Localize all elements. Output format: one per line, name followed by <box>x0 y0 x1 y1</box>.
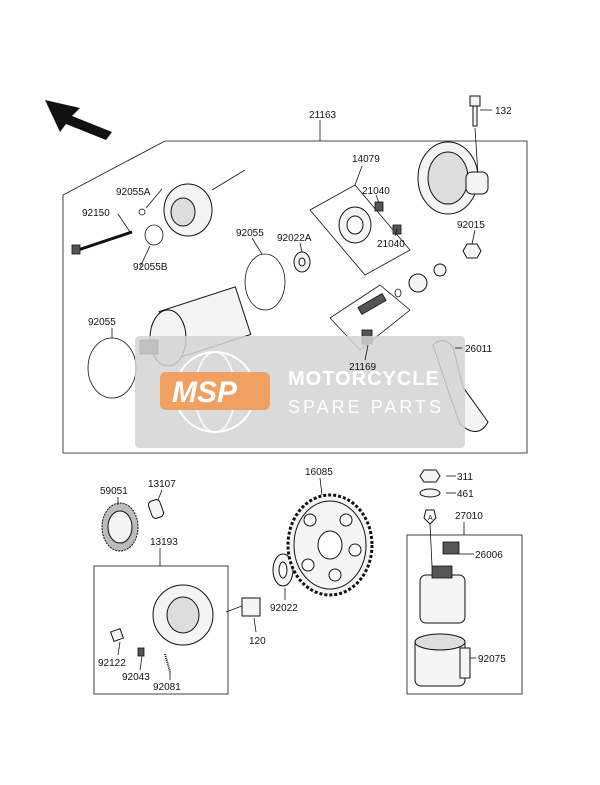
starter-assembly-frame <box>62 140 528 454</box>
part-label-21169: 21169 <box>349 362 377 373</box>
o-ring-92055b-part <box>144 224 164 246</box>
idle-gear-59051-part <box>101 502 139 552</box>
part-label-21163: 21163 <box>309 110 337 121</box>
part-label-92055b: 92055B <box>133 262 168 273</box>
part-label-92022a: 92022A <box>277 233 312 244</box>
part-label-120: 120 <box>249 636 266 647</box>
part-label-92022: 92022 <box>270 603 298 614</box>
part-label-a: A <box>428 515 433 522</box>
watermark-title: MOTORCYCLE <box>288 368 440 390</box>
end-cover-part <box>417 141 489 215</box>
watermark: MSP MOTORCYCLE SPARE PARTS <box>135 336 465 448</box>
part-label-92055-top: 92055 <box>236 228 264 239</box>
part-label-92075: 92075 <box>478 654 506 665</box>
part-label-13107: 13107 <box>148 479 176 490</box>
part-label-92015: 92015 <box>457 220 485 231</box>
o-ring-92055-top-part <box>244 253 286 311</box>
collar-120-part <box>225 597 261 617</box>
part-label-92055a: 92055A <box>116 187 151 198</box>
leader-lines <box>111 188 476 680</box>
o-ring-92055a-part <box>138 208 146 216</box>
o-ring-92055-left-part <box>87 337 137 399</box>
starter-relay-27010-part <box>419 523 466 624</box>
bolt-132-part <box>469 95 492 176</box>
part-label-59051: 59051 <box>100 486 128 497</box>
part-label-16085: 16085 <box>305 467 333 478</box>
part-label-461: 461 <box>457 489 474 500</box>
starter-relay-frame <box>406 534 523 695</box>
starter-clutch-frame <box>93 565 229 695</box>
nut-92015-part <box>462 243 482 259</box>
through-bolt-92150-part <box>71 230 133 255</box>
washer-92022a-part <box>293 251 311 273</box>
watermark-subtitle: SPARE PARTS <box>288 397 444 417</box>
washer-92022-part <box>272 553 294 587</box>
part-label-13193: 13193 <box>150 537 178 548</box>
part-label-311: 311 <box>457 472 473 483</box>
fuse-26006-part <box>442 541 460 555</box>
part-label-132: 132 <box>495 106 512 117</box>
part-label-27010: 27010 <box>455 511 483 522</box>
marker-a-icon <box>423 509 437 525</box>
nut-311-part <box>419 469 441 483</box>
front-direction-arrow-icon <box>45 100 112 140</box>
part-label-92043: 92043 <box>122 672 150 683</box>
washer-461-part <box>419 488 441 498</box>
watermark-logo: MSP <box>172 376 238 409</box>
relay-cover-92075-part <box>414 633 471 687</box>
part-label-14079: 14079 <box>352 154 380 165</box>
part-label-26011: 26011 <box>465 344 493 355</box>
front-bracket-part <box>163 169 246 237</box>
part-label-92122: 92122 <box>98 658 126 669</box>
part-label-21040-b: 21040 <box>377 239 405 250</box>
part-label-92055-left: 92055 <box>88 317 116 328</box>
part-label-92150: 92150 <box>82 208 110 219</box>
part-label-26006: 26006 <box>475 550 503 561</box>
brush-holder-plate-part <box>309 165 411 276</box>
part-label-92081: 92081 <box>153 682 181 693</box>
starter-clutch-part <box>109 584 214 673</box>
shaft-13107-part <box>147 499 165 519</box>
starter-clutch-gear-16085-part <box>286 493 374 597</box>
part-label-21040-a: 21040 <box>362 186 390 197</box>
